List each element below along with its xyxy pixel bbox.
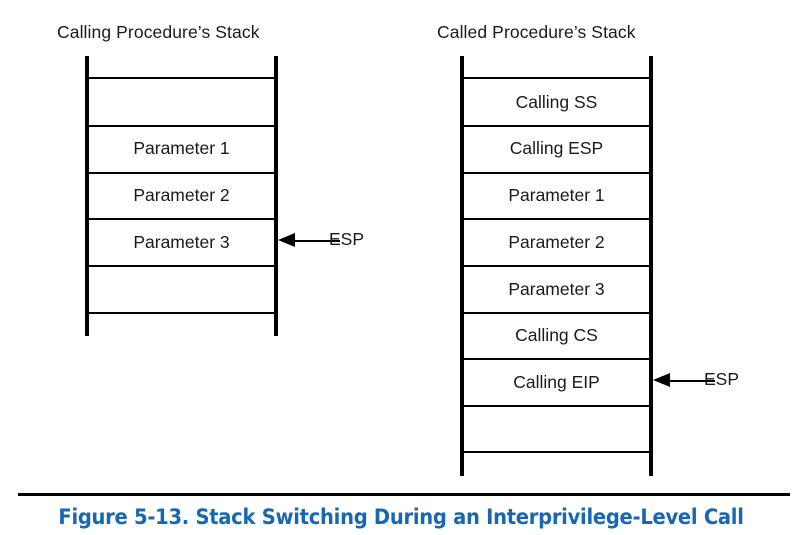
calling-stack-left-rail	[85, 56, 89, 336]
called-stack-divider	[461, 265, 652, 267]
called-stack-cell: Parameter 2	[508, 232, 605, 252]
called-stack-cell: Calling CS	[515, 325, 598, 345]
calling-stack-esp-pointer: ESP	[278, 229, 378, 252]
called-stack-title: Called Procedure’s Stack	[437, 22, 636, 42]
called-stack-divider	[461, 358, 652, 360]
calling-stack-esp-label: ESP	[329, 229, 365, 249]
calling-stack-cell: Parameter 2	[133, 185, 230, 205]
called-stack-divider	[461, 218, 652, 220]
calling-stack-divider	[86, 218, 277, 220]
calling-stack-title: Calling Procedure’s Stack	[57, 22, 260, 42]
called-stack-esp-label: ESP	[704, 369, 740, 389]
figure-canvas: Calling Procedure’s Stack Parameter 1 Pa…	[57, 22, 758, 476]
calling-stack-divider	[86, 77, 277, 79]
called-stack-cell: Parameter 3	[508, 279, 605, 299]
arrow-head-icon	[278, 233, 295, 247]
calling-stack-cell: Parameter 1	[133, 138, 230, 158]
called-stack-esp-pointer: ESP	[653, 369, 758, 392]
called-stack-cell: Calling SS	[515, 92, 598, 112]
called-stack-cell: Parameter 1	[508, 185, 605, 205]
called-stack-divider	[461, 405, 652, 407]
called-stack-divider	[461, 125, 652, 127]
arrow-shaft	[292, 240, 340, 242]
calling-stack-divider	[86, 265, 277, 267]
called-stack-cell: Calling EIP	[513, 372, 600, 392]
arrow-shaft	[667, 380, 715, 382]
figure-caption: Figure 5-13. Stack Switching During an I…	[58, 505, 744, 529]
calling-stack-divider	[86, 172, 277, 174]
calling-stack-right-rail	[274, 56, 278, 336]
caption-divider-rule	[18, 493, 790, 497]
calling-stack-divider	[86, 312, 277, 314]
called-stack-cell: Calling ESP	[509, 138, 604, 158]
called-stack-divider	[461, 312, 652, 314]
called-stack-divider	[461, 451, 652, 453]
calling-stack-cell: Parameter 3	[133, 232, 230, 252]
calling-procedure-stack: Parameter 1 Parameter 2 Parameter 3	[85, 56, 278, 336]
arrow-head-icon	[653, 373, 670, 387]
calling-stack-divider	[86, 125, 277, 127]
called-stack-divider	[461, 172, 652, 174]
called-stack-divider	[461, 77, 652, 79]
called-procedure-stack: Calling SS Calling ESP Parameter 1 Param…	[460, 56, 653, 476]
